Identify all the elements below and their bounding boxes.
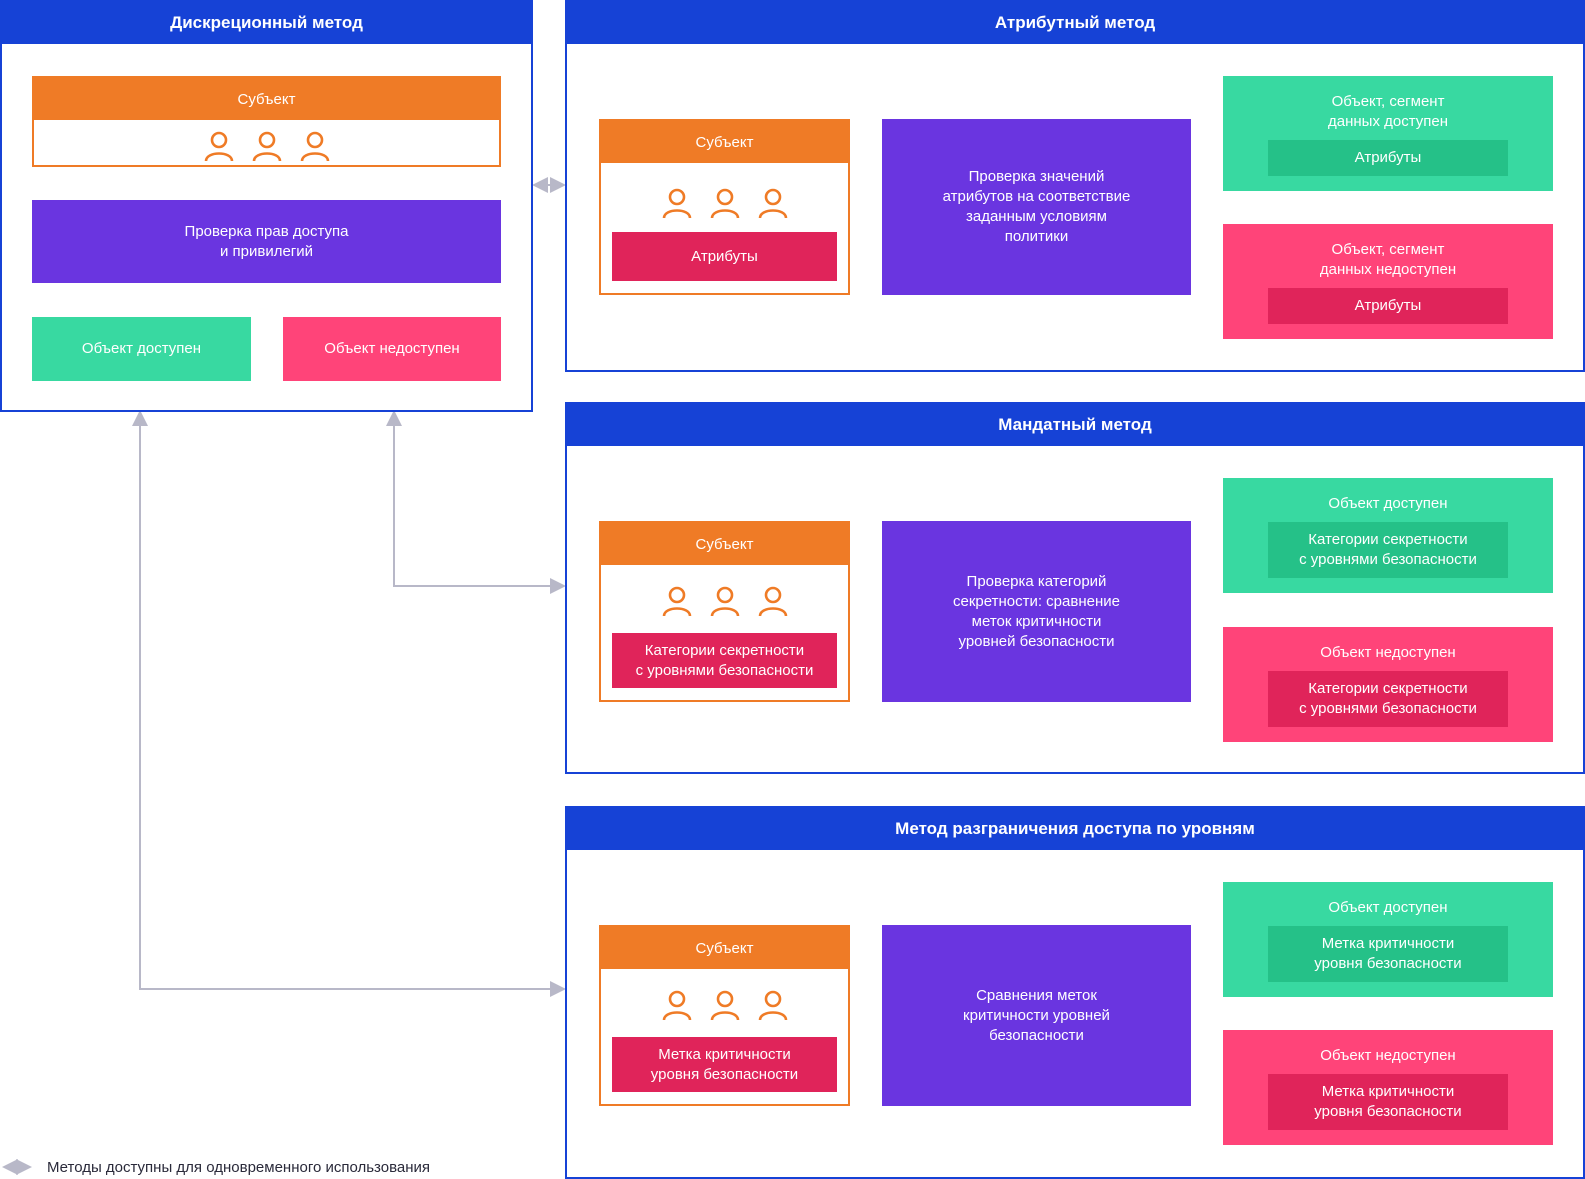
user-icon bbox=[710, 586, 739, 617]
user-icon bbox=[710, 990, 739, 1021]
object-attribute-box: Категории секретности с уровнями безопас… bbox=[1268, 522, 1508, 578]
users-group bbox=[601, 583, 848, 619]
panel-title: Метод разграничения доступа по уровням bbox=[567, 808, 1583, 850]
object-available-label: Объект доступен bbox=[1328, 899, 1448, 916]
user-icon bbox=[662, 586, 691, 617]
legend-label: Методы доступны для одновременного испол… bbox=[47, 1159, 431, 1176]
user-icon bbox=[758, 990, 787, 1021]
subject-label: Субъект bbox=[601, 927, 848, 969]
check-box: Проверка прав доступа и привилегий bbox=[32, 200, 501, 283]
object-attribute-box: Атрибуты bbox=[1268, 288, 1508, 324]
double-arrow-discretionary-mandatory bbox=[386, 410, 566, 594]
object-attribute-box: Метка критичности уровня безопасности bbox=[1268, 926, 1508, 982]
object-unavailable-box: Объект, сегмент данных недоступен Атрибу… bbox=[1223, 224, 1553, 339]
panel-title: Мандатный метод bbox=[567, 404, 1583, 446]
subject-box: Субъект bbox=[32, 76, 501, 167]
user-icon bbox=[758, 188, 787, 219]
object-attribute-box: Метка критичности уровня безопасности bbox=[1268, 1074, 1508, 1130]
subject-box: Субъект Метка критичности уровня безопас… bbox=[599, 925, 850, 1106]
check-box: Проверка значений атрибутов на соответст… bbox=[882, 119, 1191, 295]
user-icon bbox=[662, 990, 691, 1021]
user-icon bbox=[710, 188, 739, 219]
users-group bbox=[601, 185, 848, 221]
subject-attribute-box: Метка критичности уровня безопасности bbox=[612, 1037, 837, 1092]
object-available-label: Объект доступен bbox=[1328, 495, 1448, 512]
subject-box: Субъект Атрибуты bbox=[599, 119, 850, 295]
object-available-label: Объект, сегмент данных доступен bbox=[1328, 93, 1448, 130]
panel-title: Атрибутный метод bbox=[567, 2, 1583, 44]
object-unavailable-box: Объект недоступен Категории секретности … bbox=[1223, 627, 1553, 742]
object-unavailable-label: Объект недоступен bbox=[1320, 644, 1456, 661]
check-box: Проверка категорий секретности: сравнени… bbox=[882, 521, 1191, 702]
users-group bbox=[601, 987, 848, 1023]
object-attribute-box: Категории секретности с уровнями безопас… bbox=[1268, 671, 1508, 727]
user-icon bbox=[252, 131, 281, 162]
object-available-box: Объект доступен bbox=[32, 317, 251, 381]
user-icon bbox=[758, 586, 787, 617]
user-icon bbox=[662, 188, 691, 219]
double-arrow-discretionary-levels bbox=[132, 410, 566, 997]
user-icon bbox=[300, 131, 329, 162]
check-box: Сравнения меток критичности уровней безо… bbox=[882, 925, 1191, 1106]
users-group bbox=[34, 128, 499, 164]
panel-title: Дискреционный метод bbox=[2, 2, 531, 44]
subject-label: Субъект bbox=[34, 78, 499, 120]
object-unavailable-box: Объект недоступен bbox=[283, 317, 501, 381]
object-available-box: Объект, сегмент данных доступен Атрибуты bbox=[1223, 76, 1553, 191]
object-unavailable-label: Объект недоступен bbox=[1320, 1047, 1456, 1064]
subject-attribute-box: Атрибуты bbox=[612, 232, 837, 281]
subject-label: Субъект bbox=[601, 523, 848, 565]
object-attribute-box: Атрибуты bbox=[1268, 140, 1508, 176]
subject-label: Субъект bbox=[601, 121, 848, 163]
user-icon bbox=[204, 131, 233, 162]
object-available-box: Объект доступен Метка критичности уровня… bbox=[1223, 882, 1553, 997]
object-unavailable-box: Объект недоступен Метка критичности уров… bbox=[1223, 1030, 1553, 1145]
subject-attribute-box: Категории секретности с уровнями безопас… bbox=[612, 633, 837, 688]
subject-box: Субъект Категории секретности с уровнями… bbox=[599, 521, 850, 702]
object-unavailable-label: Объект, сегмент данных недоступен bbox=[1319, 241, 1457, 278]
object-available-box: Объект доступен Категории секретности с … bbox=[1223, 478, 1553, 593]
